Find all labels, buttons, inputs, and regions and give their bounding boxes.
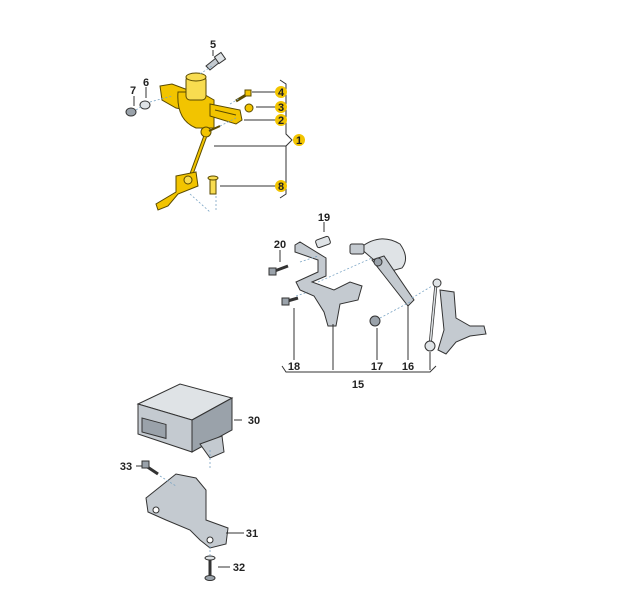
callout-31[interactable]: 31 [246, 528, 258, 540]
small-parts-group-2[interactable] [268, 235, 381, 327]
callout-20[interactable]: 20 [274, 239, 286, 251]
callout-19[interactable]: 19 [318, 212, 330, 224]
small-parts-group-1[interactable] [125, 51, 254, 195]
callout-16[interactable]: 16 [402, 361, 414, 373]
level-sensor-assembly-highlighted[interactable] [155, 72, 243, 211]
callout-6[interactable]: 6 [143, 77, 149, 89]
callout-33[interactable]: 33 [120, 461, 132, 473]
callout-8[interactable]: 8 [278, 181, 284, 193]
callout-2[interactable]: 2 [278, 115, 284, 127]
callout-3[interactable]: 3 [278, 102, 284, 114]
callout-15[interactable]: 15 [352, 379, 364, 391]
mounting-bracket[interactable] [145, 473, 229, 549]
callout-1[interactable]: 1 [296, 135, 302, 147]
callout-7[interactable]: 7 [130, 85, 136, 97]
callout-17[interactable]: 17 [371, 361, 383, 373]
callout-18[interactable]: 18 [288, 361, 300, 373]
callout-4[interactable]: 4 [278, 87, 285, 99]
callout-32[interactable]: 32 [233, 562, 245, 574]
control-unit[interactable] [136, 383, 234, 459]
callout-30[interactable]: 30 [248, 415, 260, 427]
level-sensor-kit[interactable] [294, 238, 487, 355]
callout-5[interactable]: 5 [210, 39, 216, 51]
